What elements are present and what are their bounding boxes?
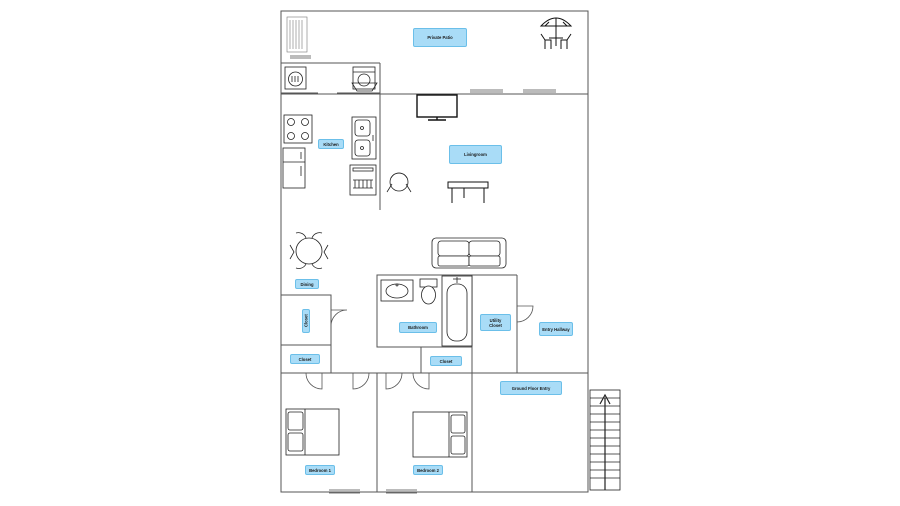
label-living-room: Livingroom <box>449 145 502 164</box>
sink-icon <box>351 116 377 160</box>
bed-icon-2 <box>412 411 468 458</box>
label-kitchen: Kitchen <box>318 139 344 149</box>
stove-icon <box>283 114 313 144</box>
label-closet-left-vertical: Closet <box>302 309 310 333</box>
bed-icon <box>285 408 340 456</box>
washer-icon <box>284 66 307 90</box>
bathtub-icon <box>441 275 473 347</box>
coffee-table-icon <box>447 181 489 203</box>
label-dining: Dining <box>295 279 319 289</box>
label-bedroom-1: Bedroom 1 <box>305 465 335 475</box>
bathroom-sink-icon <box>380 279 414 302</box>
label-bedroom-2: Bedroom 2 <box>413 465 443 475</box>
dryer-icon <box>351 66 378 92</box>
label-entry-hallway: Entry Hallway <box>539 322 573 336</box>
label-bathroom: Bathroom <box>399 322 437 333</box>
toilet-icon <box>419 278 438 305</box>
refrigerator-icon <box>282 147 306 189</box>
stairs-icon <box>589 389 621 491</box>
label-closet-center: Closet <box>430 356 462 366</box>
chair-icon <box>386 172 412 193</box>
radiator-icon <box>286 16 308 53</box>
label-private-patio: Private Patio <box>413 28 467 47</box>
label-utility-closet: Utility Closet <box>480 314 511 331</box>
dishwasher-icon <box>349 164 377 196</box>
sofa-icon <box>431 237 507 269</box>
label-ground-floor-entry: Ground Floor Entry <box>500 381 562 395</box>
tv-icon <box>416 94 458 121</box>
dining-table-icon <box>289 232 329 269</box>
label-closet-left: Closet <box>290 354 320 364</box>
patio-umbrella-table-icon <box>539 17 573 49</box>
